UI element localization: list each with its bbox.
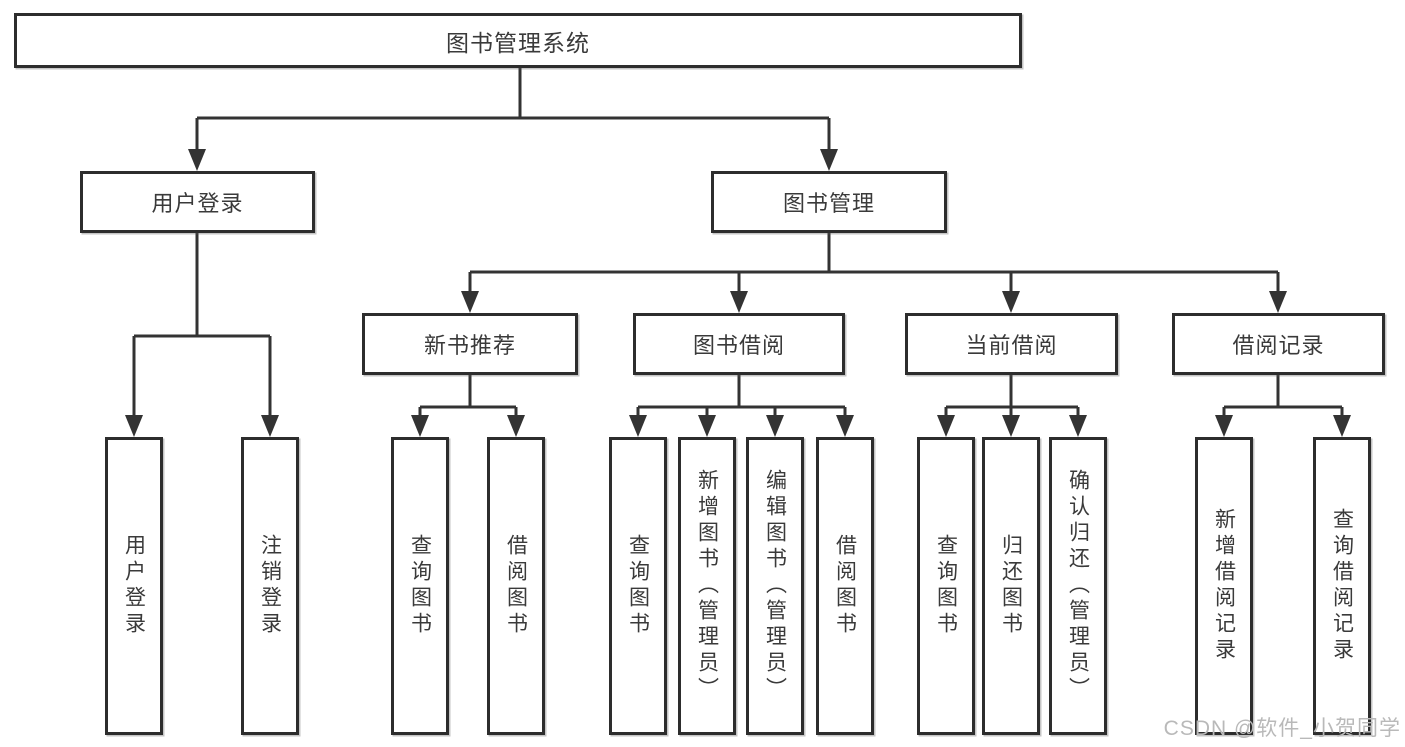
leaf-borrow-books-recommend: 借阅图书 (487, 437, 545, 735)
leaf-user-login: 用户登录 (105, 437, 163, 735)
leaf-query-books-current: 查询图书 (917, 437, 975, 735)
leaf-return-books: 归还图书 (982, 437, 1040, 735)
node-book-management: 图书管理 (711, 171, 947, 233)
node-book-borrow: 图书借阅 (633, 313, 845, 375)
leaf-logout-login: 注销登录 (241, 437, 299, 735)
leaf-borrow-books: 借阅图书 (816, 437, 874, 735)
leaf-add-books-admin: 新增图书（管理员） (678, 437, 736, 735)
node-borrow-records: 借阅记录 (1172, 313, 1385, 375)
node-user-login: 用户登录 (80, 171, 315, 233)
leaf-confirm-return-admin: 确认归还（管理员） (1049, 437, 1107, 735)
node-new-book-recommend: 新书推荐 (362, 313, 578, 375)
leaf-query-books-recommend: 查询图书 (391, 437, 449, 735)
csdn-watermark: CSDN @软件_小贺同学 (1163, 717, 1401, 740)
leaf-query-borrow-record: 查询借阅记录 (1313, 437, 1371, 735)
node-root-library-management-system: 图书管理系统 (14, 13, 1022, 68)
leaf-query-books-borrow: 查询图书 (609, 437, 667, 735)
leaf-edit-books-admin: 编辑图书（管理员） (746, 437, 804, 735)
leaf-add-borrow-record: 新增借阅记录 (1195, 437, 1253, 735)
node-current-borrow: 当前借阅 (905, 313, 1118, 375)
